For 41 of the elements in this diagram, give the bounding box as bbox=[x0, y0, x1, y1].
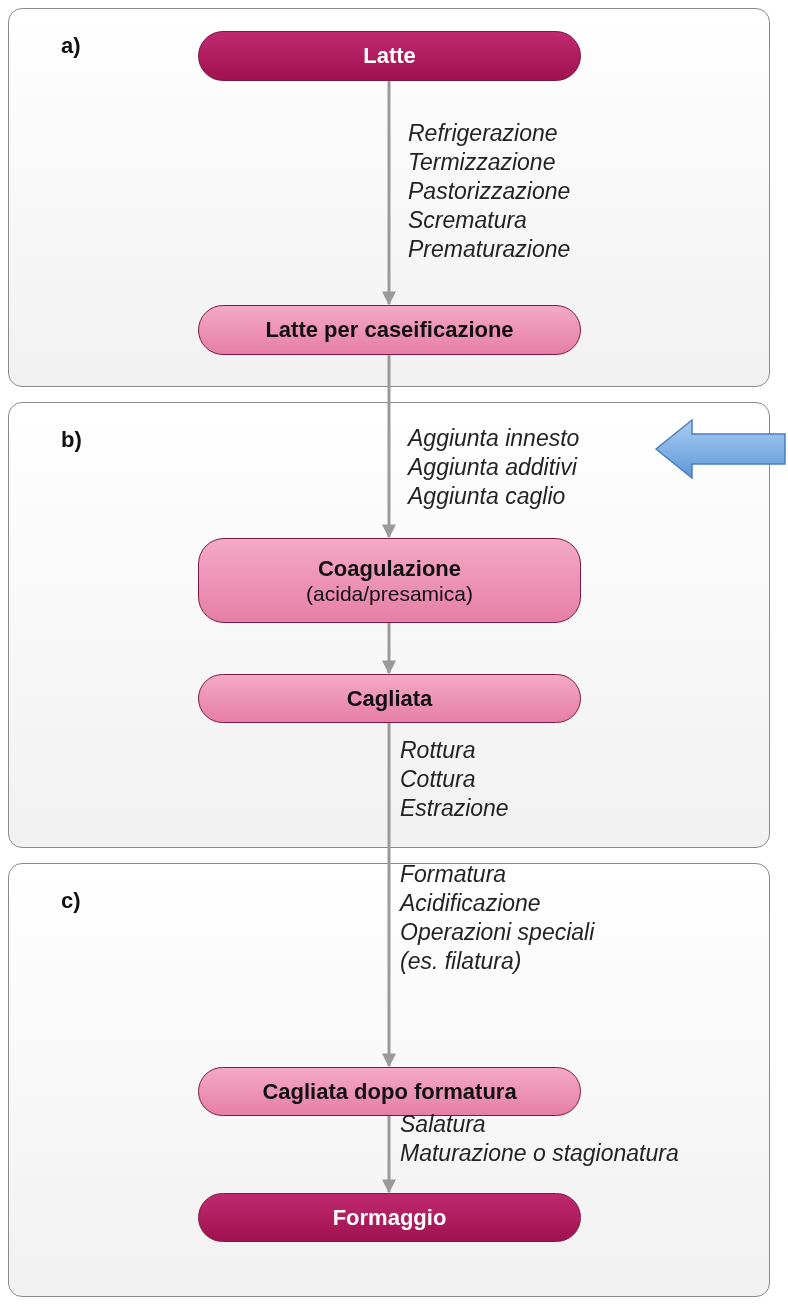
step-title: Cagliata dopo formatura bbox=[262, 1078, 517, 1105]
step-subtitle: (acida/presamica) bbox=[306, 581, 473, 606]
process-pill bbox=[198, 305, 581, 355]
operation-label: Prematurazione bbox=[408, 235, 571, 264]
step-title: Latte per caseificazione bbox=[265, 317, 514, 343]
operation-label: Acidificazione bbox=[400, 889, 541, 918]
arrow bbox=[382, 722, 396, 1068]
operation-label: Aggiunta innesto bbox=[408, 424, 580, 453]
operation-label: Rottura bbox=[400, 736, 476, 765]
operation-label: Scrematura bbox=[408, 206, 527, 235]
process-pill bbox=[198, 674, 581, 723]
operation-label: Aggiunta caglio bbox=[408, 482, 566, 511]
process-pill bbox=[198, 31, 581, 81]
process-pill bbox=[198, 1193, 581, 1242]
operation-label: Formatura bbox=[400, 860, 507, 889]
arrow bbox=[382, 80, 396, 306]
step-title: Formaggio bbox=[332, 1204, 447, 1231]
operation-label: (es. filatura) bbox=[400, 947, 522, 976]
operation-label: Estrazione bbox=[400, 794, 509, 823]
operation-label: Operazioni speciali bbox=[400, 918, 595, 947]
section-letter: b) bbox=[61, 427, 82, 453]
operation-label: Salatura bbox=[400, 1110, 486, 1139]
operation-label: Refrigerazione bbox=[408, 119, 558, 148]
arrow bbox=[382, 622, 396, 675]
step-title: Cagliata bbox=[346, 685, 433, 712]
arrow bbox=[382, 354, 396, 539]
process-pill bbox=[198, 538, 581, 623]
operation-label: Aggiunta additivi bbox=[408, 453, 577, 482]
section-letter: c) bbox=[61, 888, 81, 914]
section-letter: a) bbox=[61, 33, 81, 59]
section-panel bbox=[8, 402, 770, 848]
step-title: Coagulazione bbox=[318, 555, 461, 582]
operation-label: Maturazione o stagionatura bbox=[400, 1139, 679, 1168]
process-pill bbox=[198, 1067, 581, 1116]
arrow bbox=[382, 1115, 396, 1194]
step-title: Latte bbox=[363, 43, 416, 69]
operation-label: Pastorizzazione bbox=[408, 177, 571, 206]
section-panel bbox=[8, 8, 770, 387]
operation-label: Termizzazione bbox=[408, 148, 556, 177]
section-panel bbox=[8, 863, 770, 1297]
operation-label: Cottura bbox=[400, 765, 476, 794]
